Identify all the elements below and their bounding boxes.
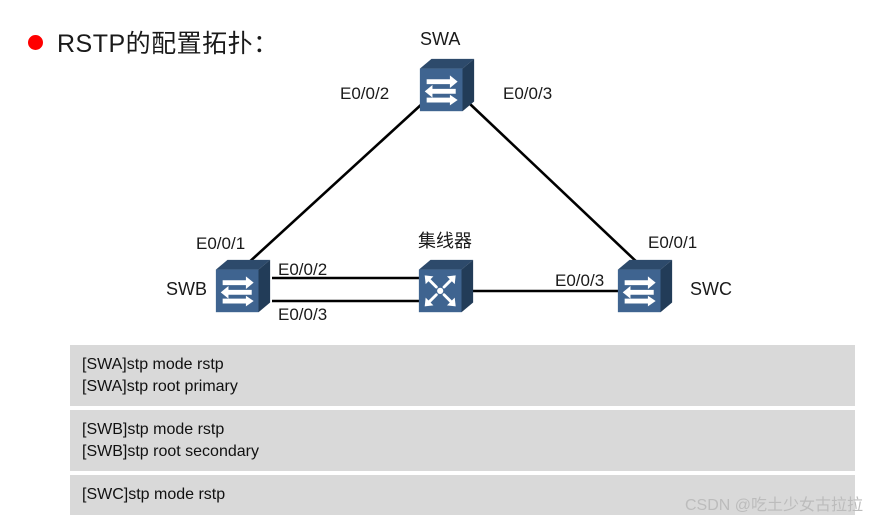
port-label-swa-e003: E0/0/3 xyxy=(503,84,553,103)
command-block-list: [SWA]stp mode rstp [SWA]stp root primary… xyxy=(70,345,855,519)
port-label-swb-e002: E0/0/2 xyxy=(278,260,328,279)
link-swa-swb xyxy=(245,102,424,266)
device-icon-swc xyxy=(617,259,673,313)
command-line: [SWB]stp root secondary xyxy=(82,442,259,460)
device-label-swa: SWA xyxy=(420,29,461,49)
command-line: [SWB]stp mode rstp xyxy=(82,421,225,439)
command-block-swb: [SWB]stp mode rstp [SWB]stp root seconda… xyxy=(70,410,855,472)
bullet-icon xyxy=(28,34,43,50)
port-label-swb-e001: E0/0/1 xyxy=(196,234,246,253)
device-label-hub: 集线器 xyxy=(418,231,472,251)
command-line: [SWA]stp mode rstp xyxy=(82,356,224,373)
device-icon-swa xyxy=(419,58,475,112)
title-text: RSTP的配置拓扑： xyxy=(57,30,279,58)
slide-title: RSTP的配置拓扑： xyxy=(28,24,279,60)
link-swa-swc xyxy=(469,103,642,267)
command-line: [SWA]stp root primary xyxy=(82,377,238,395)
device-icon-swb xyxy=(215,259,271,313)
device-label-swb: SWB xyxy=(166,279,208,299)
command-block-swc: [SWC]stp mode rstp xyxy=(70,475,855,515)
port-label-swc-e001: E0/0/1 xyxy=(648,233,698,252)
command-line: [SWC]stp mode rstp xyxy=(82,486,226,504)
device-label-swc: SWC xyxy=(690,279,732,299)
port-label-swa-e002: E0/0/2 xyxy=(340,84,390,103)
device-icon-hub xyxy=(417,258,475,314)
command-block-swa: [SWA]stp mode rstp [SWA]stp root primary xyxy=(70,345,855,407)
port-label-swc-e003: E0/0/3 xyxy=(555,271,605,290)
port-label-swb-e003: E0/0/3 xyxy=(278,305,328,324)
